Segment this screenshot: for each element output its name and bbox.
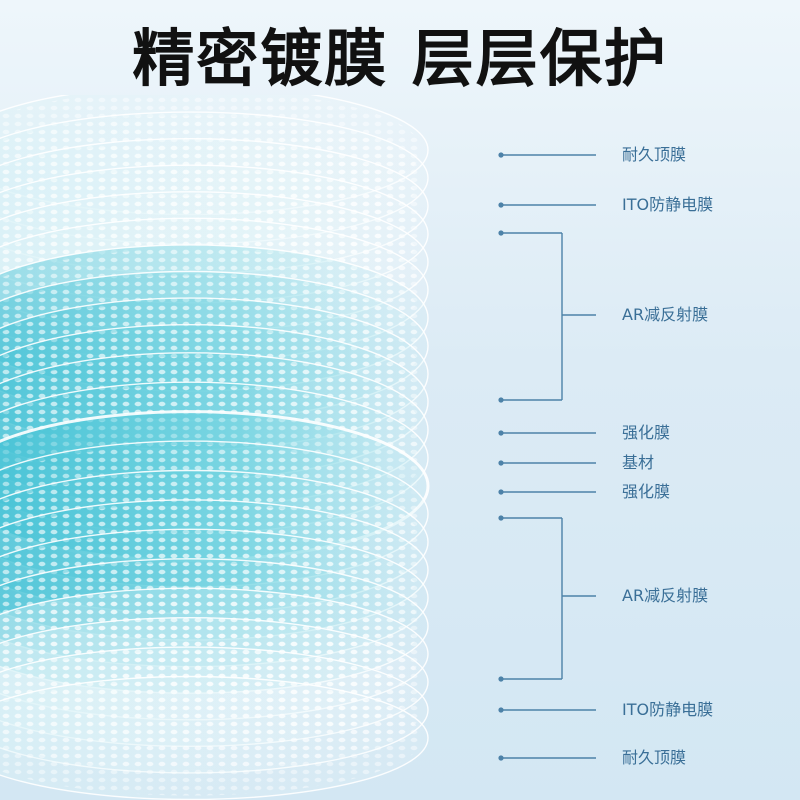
layer-label: AR减反射膜 (622, 305, 709, 324)
layer-label: ITO防静电膜 (622, 700, 714, 719)
layer-label: 强化膜 (622, 423, 671, 442)
page-title: 精密镀膜 层层保护 (132, 22, 668, 95)
layer-label: 耐久顶膜 (622, 748, 687, 767)
layer-label: 强化膜 (622, 482, 671, 501)
layer-label: 基材 (622, 453, 655, 472)
layer-label: AR减反射膜 (622, 586, 709, 605)
layer-label: ITO防静电膜 (622, 195, 714, 214)
layer-label: 耐久顶膜 (622, 145, 687, 164)
